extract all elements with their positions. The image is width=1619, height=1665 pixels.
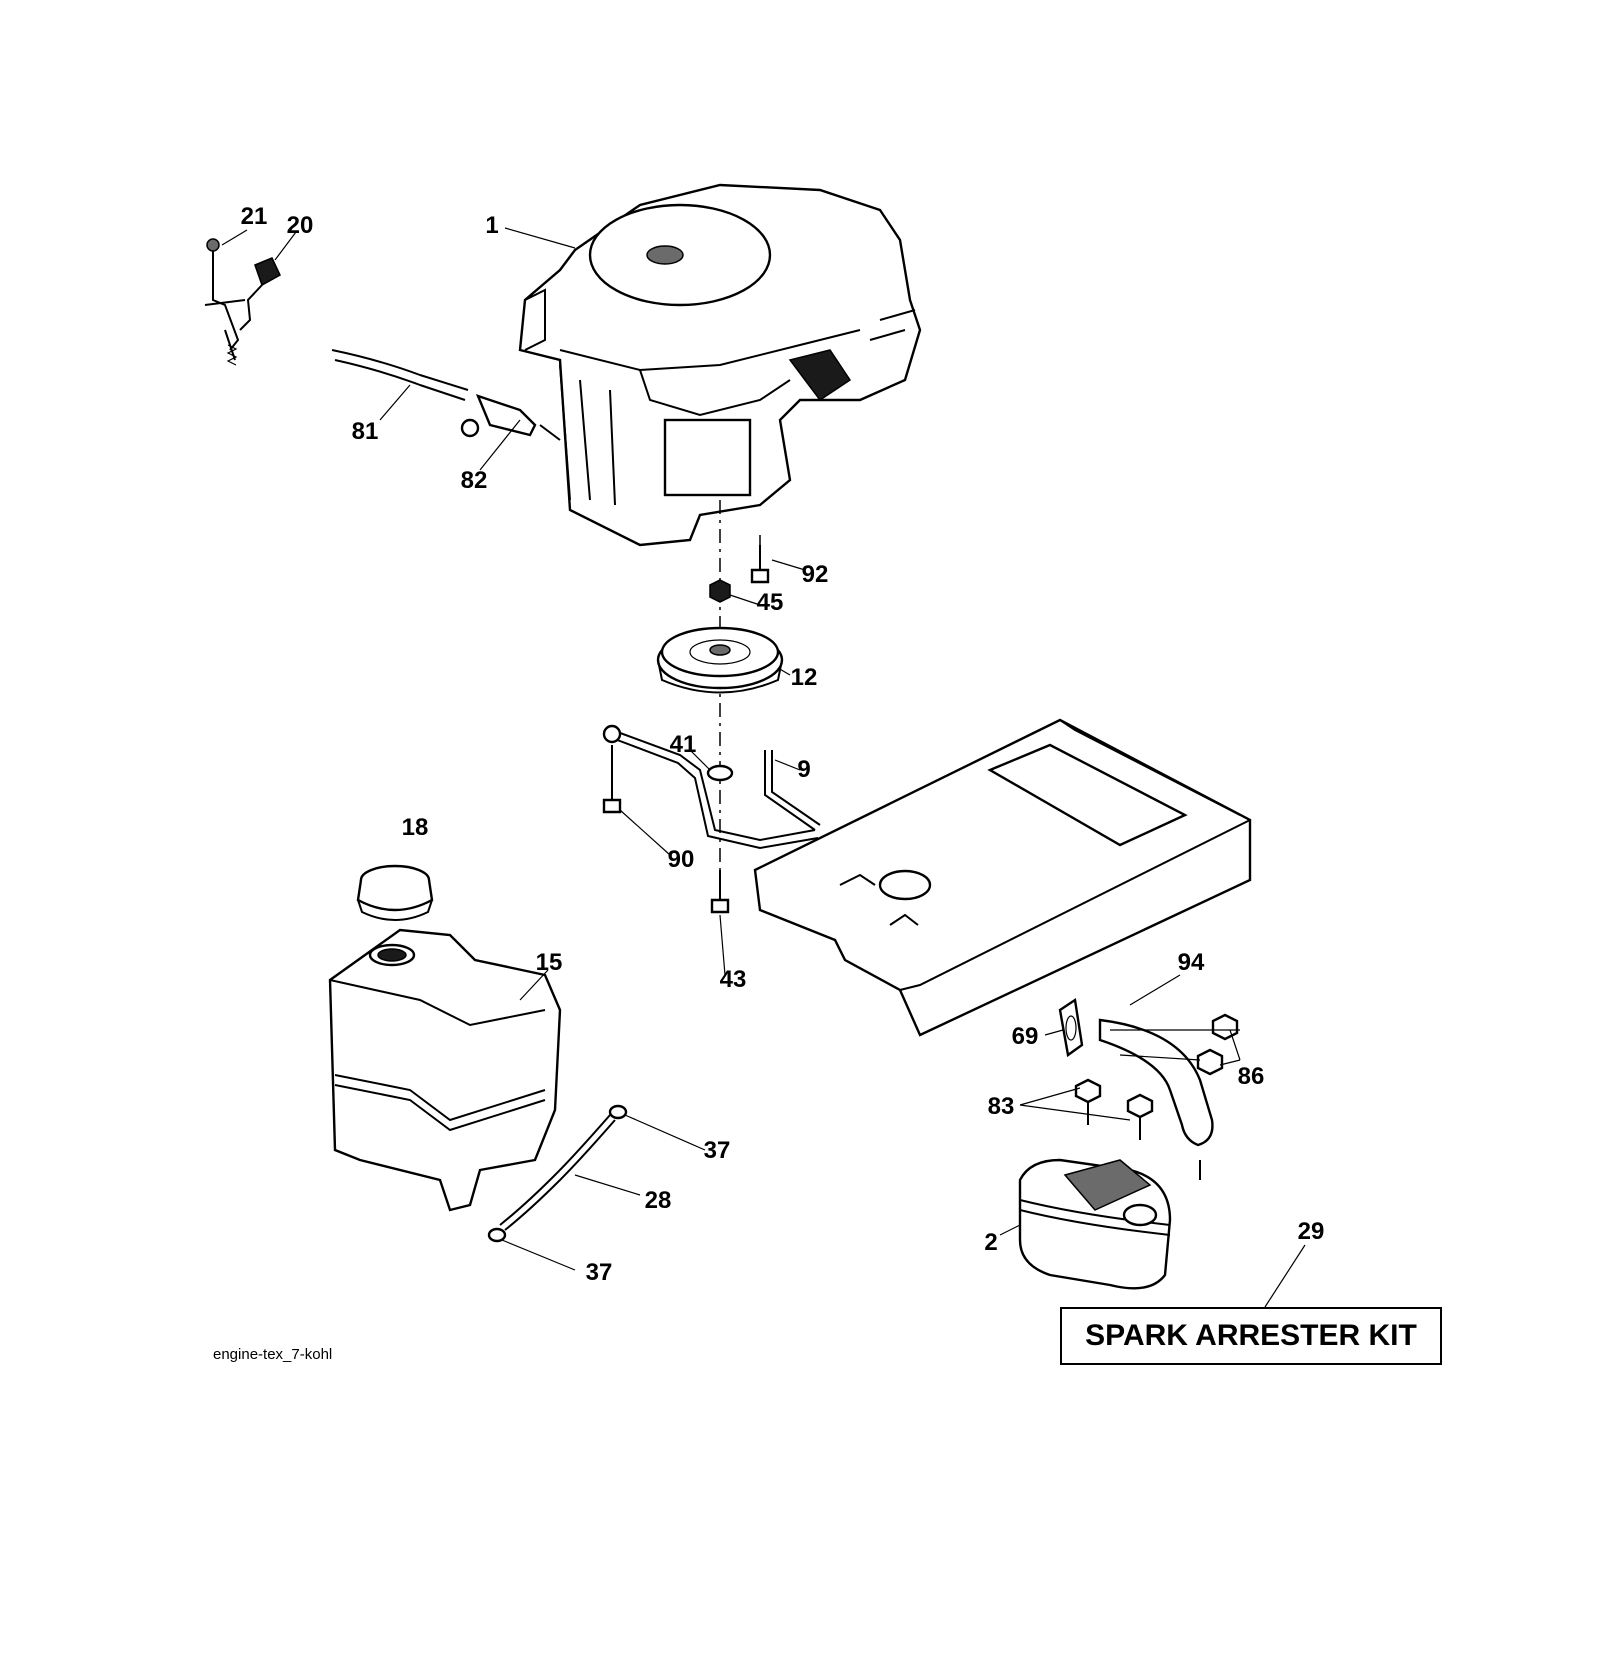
callout-12: 12 xyxy=(790,664,818,691)
callout-83: 83 xyxy=(987,1093,1015,1120)
bracket-90 xyxy=(602,724,819,850)
callout-29: 29 xyxy=(1297,1218,1325,1245)
callout-1: 1 xyxy=(485,212,499,239)
fuel-cap-18 xyxy=(356,864,434,921)
frame-plate xyxy=(753,718,1252,1037)
callout-82: 82 xyxy=(460,467,488,494)
spark-arrester-kit-label: SPARK ARRESTER KIT xyxy=(1060,1307,1442,1365)
callout-37-upper: 37 xyxy=(703,1137,731,1164)
callout-45: 45 xyxy=(756,589,784,616)
engine xyxy=(518,183,922,547)
callout-86: 86 xyxy=(1237,1063,1265,1090)
bolt-92 xyxy=(750,545,770,584)
leader-lines xyxy=(221,227,1306,1308)
callout-21: 21 xyxy=(240,203,268,230)
callout-18: 18 xyxy=(401,814,429,841)
callout-28: 28 xyxy=(644,1187,672,1214)
callout-37-lower: 37 xyxy=(585,1259,613,1286)
fuel-hose-28 xyxy=(487,1104,628,1243)
bolt-43 xyxy=(710,870,730,914)
callout-41: 41 xyxy=(669,731,697,758)
callout-94: 94 xyxy=(1177,949,1205,976)
pulley-12 xyxy=(656,626,784,694)
diagram-code: engine-tex_7-kohl xyxy=(213,1346,333,1363)
callout-69: 69 xyxy=(1011,1023,1039,1050)
muffler-bolts-83 xyxy=(1074,1078,1154,1140)
callout-9: 9 xyxy=(797,756,811,783)
fuel-tank-15 xyxy=(328,928,562,1212)
throttle-control xyxy=(204,238,281,366)
muffler-2 xyxy=(1018,1158,1201,1290)
exhaust-pipe-94 xyxy=(1058,997,1240,1147)
washer-41 xyxy=(706,764,734,782)
rod-9 xyxy=(764,750,821,831)
fuel-line-81 xyxy=(331,349,561,441)
callout-92: 92 xyxy=(801,561,829,588)
callout-20: 20 xyxy=(286,212,314,239)
callout-2: 2 xyxy=(984,1229,998,1256)
callout-81: 81 xyxy=(351,418,379,445)
callout-43: 43 xyxy=(719,966,747,993)
nut-45 xyxy=(709,579,731,603)
callout-15: 15 xyxy=(535,949,563,976)
callout-90: 90 xyxy=(667,846,695,873)
